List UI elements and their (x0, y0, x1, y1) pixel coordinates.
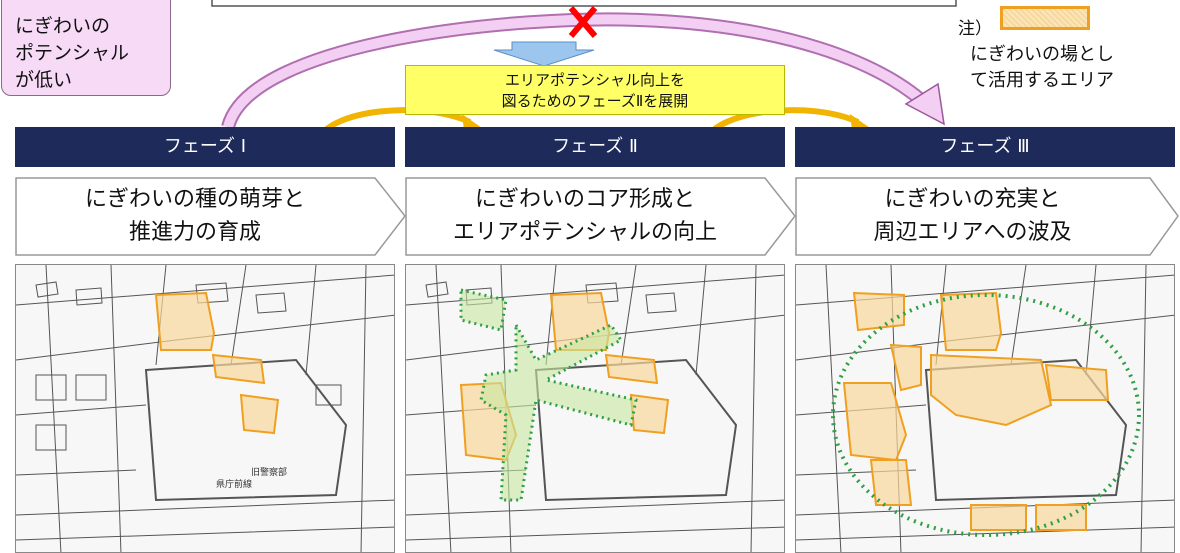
map-label-pref-office: 県庁前線 (216, 478, 252, 490)
phase-3-map (795, 264, 1175, 553)
low-potential-line-3: が低い (15, 69, 73, 91)
phase-2-title: にぎわいのコア形成と エリアポテンシャルの向上 (405, 177, 797, 256)
highlight-area-3 (239, 393, 280, 435)
legend-swatch (1000, 6, 1090, 30)
map-label-police: 旧警察部 (251, 466, 287, 478)
phase-2-map (405, 264, 785, 553)
phase-3-title-line-2: 周辺エリアへの波及 (873, 220, 1072, 245)
highlight-area-1 (154, 291, 216, 351)
legend-prefix: 注） (958, 19, 992, 39)
phase2-callout: エリアポテンシャル向上を 図るためのフェーズⅡを展開 (405, 65, 785, 115)
spread-area-circle (831, 293, 1141, 537)
phase-1-bar: フェーズ Ⅰ (15, 127, 395, 167)
phase-3-title: にぎわいの充実と 周辺エリアへの波及 (795, 177, 1180, 256)
low-potential-line-1: にぎわいの (15, 15, 111, 37)
callout-line-1: エリアポテンシャル向上を (504, 71, 685, 89)
core-area-green (459, 288, 508, 332)
low-potential-line-2: ポテンシャル (15, 42, 130, 64)
highlight-area-2 (211, 353, 266, 385)
phase-1-title-line-2: 推進力の育成 (128, 220, 261, 245)
phase-2-bar: フェーズ Ⅱ (405, 127, 785, 167)
phase-2-title-line-2: エリアポテンシャルの向上 (452, 220, 717, 245)
phase-3-bar: フェーズ Ⅲ (795, 127, 1175, 167)
low-potential-box: にぎわいの ポテンシャル が低い (1, 0, 171, 96)
phase-1-title-line-1: にぎわいの種の萌芽と (84, 187, 305, 212)
legend-text-line-2: て活用するエリア (970, 70, 1114, 91)
phase-1-map: 旧警察部 県庁前線 (15, 264, 395, 553)
phase-2-title-line-1: にぎわいのコア形成と (474, 187, 695, 212)
phase-1-title: にぎわいの種の萌芽と 推進力の育成 (15, 177, 407, 256)
down-arrow-icon (493, 41, 595, 67)
callout-line-2: 図るためのフェーズⅡを展開 (501, 92, 689, 110)
legend-text: にぎわいの場とし て活用するエリア (970, 42, 1175, 94)
cross-icon (568, 6, 598, 38)
phase-3-title-line-1: にぎわいの充実と (884, 187, 1061, 212)
legend-text-line-1: にぎわいの場とし (970, 44, 1114, 65)
